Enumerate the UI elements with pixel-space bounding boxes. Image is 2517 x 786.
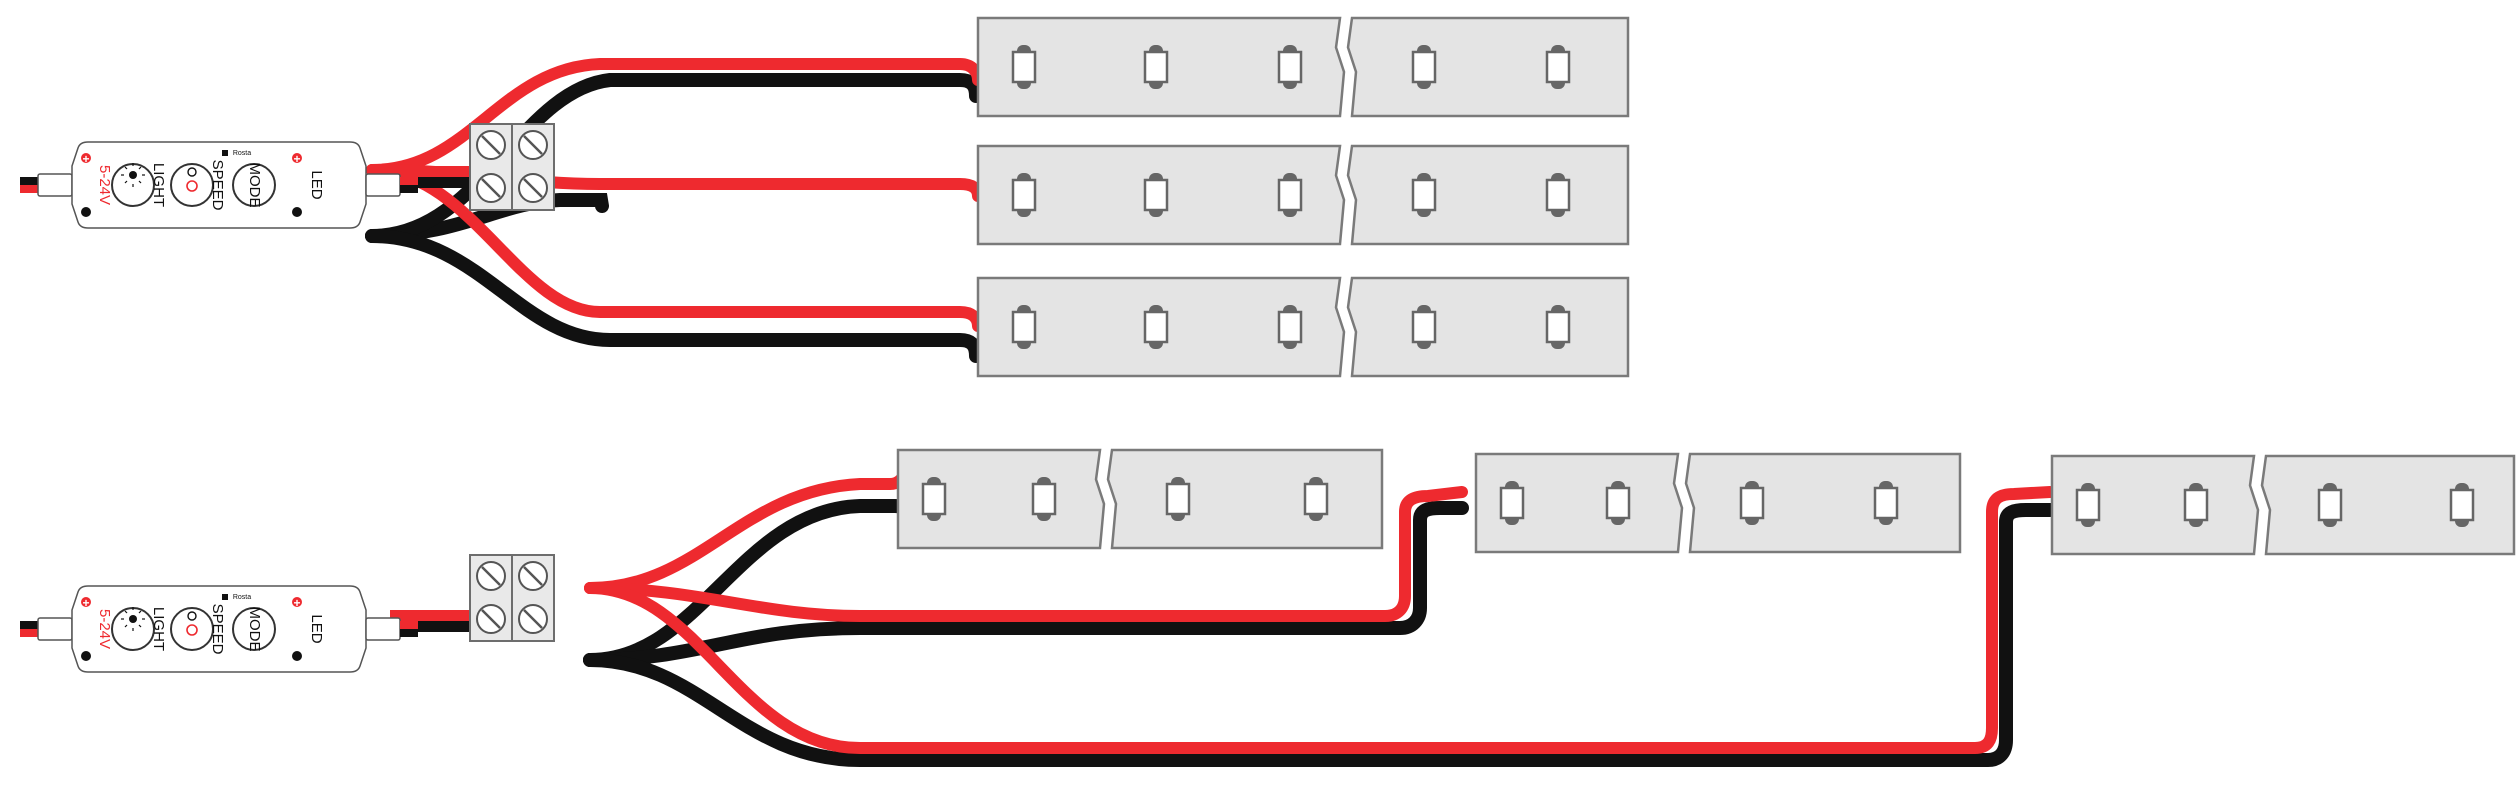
voltage-label: 5-24V xyxy=(96,609,113,649)
voltage-label: 5-24V xyxy=(96,165,113,205)
plus-label: + xyxy=(82,596,89,610)
led-chip xyxy=(1303,475,1329,523)
plus-label: + xyxy=(293,596,300,610)
led-chip xyxy=(1143,171,1169,219)
terminal-block-1 xyxy=(468,122,556,212)
led-chip xyxy=(1143,303,1169,351)
led-chip xyxy=(1031,475,1057,523)
led-chip xyxy=(1411,171,1437,219)
led-chip xyxy=(1011,171,1037,219)
led-strip-3 xyxy=(976,276,1630,378)
wire-negative-strip-3 xyxy=(365,229,983,363)
led-controller-2: + +5-24V LIGHT SPEED MODE LED Rosta xyxy=(19,585,419,673)
plus-label: + xyxy=(82,152,89,166)
led-chip xyxy=(1739,479,1765,527)
parallel-wiring-diagram xyxy=(365,58,984,363)
led-chip xyxy=(2183,481,2209,529)
led-chip xyxy=(2317,481,2343,529)
led-label: LED xyxy=(308,614,325,643)
led-chip xyxy=(1277,171,1303,219)
led-chip xyxy=(1411,303,1437,351)
plus-label: + xyxy=(293,152,300,166)
led-chip xyxy=(1277,303,1303,351)
wire-positive-strip-1 xyxy=(366,58,984,176)
speed-label: SPEED xyxy=(209,160,226,211)
led-chip xyxy=(1605,479,1631,527)
brand-label: Rosta xyxy=(233,150,251,157)
light-label: LIGHT xyxy=(150,607,167,651)
led-chip xyxy=(1165,475,1191,523)
led-chip xyxy=(1277,43,1303,91)
led-controller-1: + +5-24V LIGHT SPEED MODE LED Rosta xyxy=(19,141,419,229)
terminal-block-2 xyxy=(468,553,556,643)
light-label: LIGHT xyxy=(150,163,167,207)
led-chip xyxy=(1411,43,1437,91)
led-chip xyxy=(1545,43,1571,91)
led-chip xyxy=(2449,481,2475,529)
led-chip xyxy=(1011,43,1037,91)
led-chip xyxy=(1143,43,1169,91)
speed-label: SPEED xyxy=(209,604,226,655)
led-label: LED xyxy=(308,170,325,199)
led-chip xyxy=(1545,171,1571,219)
mode-label: MODE xyxy=(246,163,263,208)
led-chip xyxy=(1873,479,1899,527)
wire-negative-strip-1 xyxy=(365,73,983,243)
led-strip-2 xyxy=(976,144,1630,246)
led-chip xyxy=(2075,481,2101,529)
led-strip-c xyxy=(2050,454,2516,556)
led-strip-a xyxy=(896,448,1384,550)
led-chip xyxy=(1545,303,1571,351)
led-strip-1 xyxy=(976,16,1630,118)
led-chip xyxy=(1011,303,1037,351)
led-chip xyxy=(921,475,947,523)
led-strip-b xyxy=(1474,452,1962,554)
wire-positive-strip-3 xyxy=(366,164,984,332)
mode-label: MODE xyxy=(246,607,263,652)
brand-label: Rosta xyxy=(233,594,251,601)
led-chip xyxy=(1499,479,1525,527)
